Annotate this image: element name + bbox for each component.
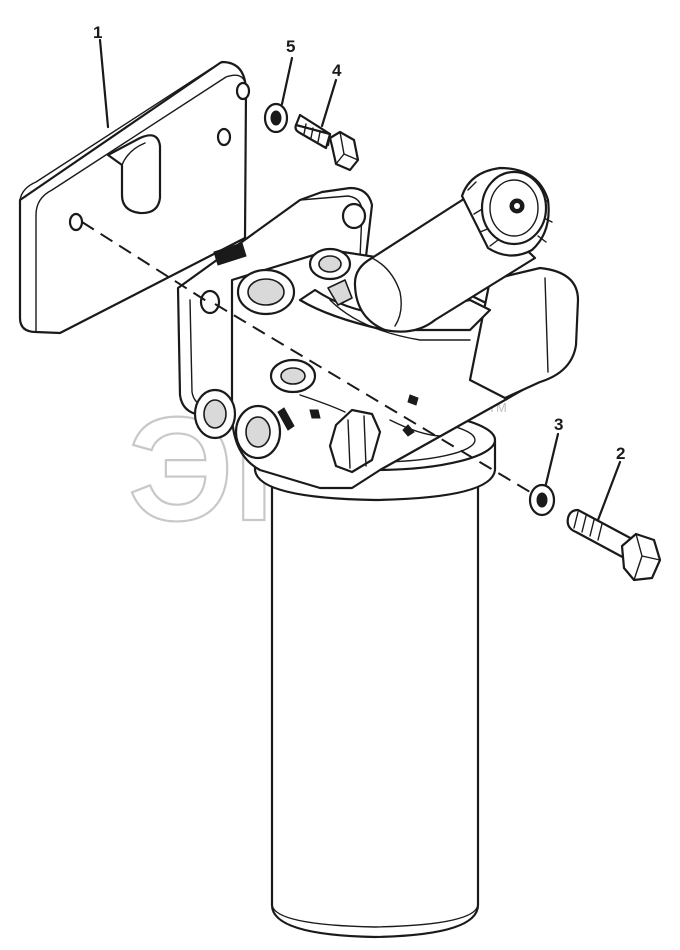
- primer-pump-assembly: [298, 166, 580, 400]
- washer-part-5: [263, 102, 289, 134]
- callout-3: 3: [554, 415, 563, 434]
- callout-5: 5: [286, 37, 295, 56]
- callout-1: 1: [93, 23, 102, 42]
- callout-leaders: [98, 38, 622, 522]
- washer-part-3: [528, 483, 556, 517]
- callout-labels: 1 2 3 4 5: [93, 23, 625, 463]
- bolt-part-4: [294, 113, 360, 172]
- mounting-bracket-part-1: [18, 60, 251, 335]
- callout-4: 4: [332, 61, 342, 80]
- bolt-part-2: [566, 508, 662, 582]
- assembly-centerlines: [81, 221, 531, 493]
- callout-2: 2: [616, 444, 625, 463]
- filter-canister: [253, 408, 497, 939]
